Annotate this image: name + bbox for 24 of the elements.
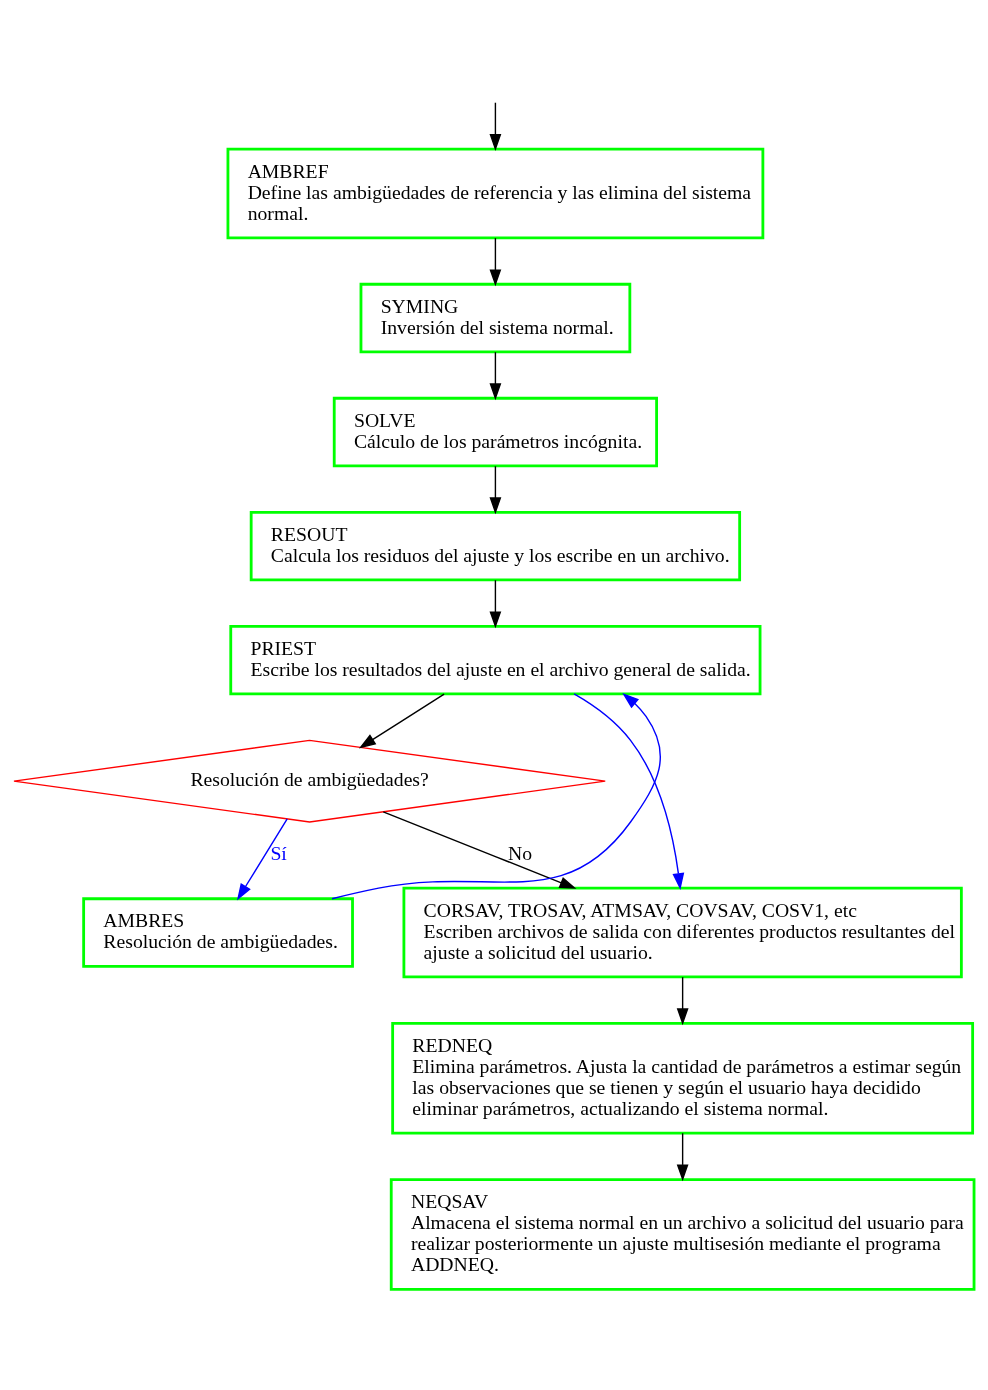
arrow: [573, 692, 685, 890]
node-box: CORSAV, TROSAV, ATMSAV, COVSAV, COSV1, etc Escriben archivos de salida con diferentes productos resultantes del ajuste a solicitud del usuario.: [402, 886, 963, 978]
node-box: AMBREF Define las ambigüedades de referencia y las elimina del sistema normal.: [226, 147, 765, 239]
arrow: [489, 236, 502, 286]
node-diamond: Resolución de ambigüedades?: [13, 739, 606, 823]
arrow: [489, 579, 502, 628]
arrow: [489, 101, 502, 151]
node-box: NEQSAV Almacena el sistema normal en un archivo a solicitud del usuario para realizar posteriormente un ajuste multisesión mediante el programa ADDNEQ.: [389, 1177, 976, 1291]
edge-label: Sí: [270, 841, 287, 864]
edge-label: No: [508, 841, 533, 864]
arrow: [236, 817, 288, 900]
node-box: RESOUT Calcula los residuos del ajuste y los escribe en un archivo.: [249, 510, 742, 581]
arrow: [358, 692, 445, 748]
arrow: [382, 810, 577, 889]
arrow: [489, 465, 502, 514]
node-box: AMBRES Resolución de ambigüedades.: [82, 896, 354, 968]
node-box: PRIEST Escribe los resultados del ajuste en el archivo general de salida.: [229, 624, 762, 695]
arrow: [489, 351, 502, 400]
arrow: [676, 975, 689, 1025]
node-box: SOLVE Cálculo de los parámetros incógnita.: [332, 396, 658, 467]
node-box: REDNEQ Elimina parámetros. Ajusta la cantidad de parámetros a estimar según las observaciones que se tienen y según el usuario haya decidido eliminar parámetros, actualizando el sistema normal.: [391, 1021, 975, 1134]
node-box: SYMING Inversión del sistema normal.: [359, 282, 632, 353]
arrow: [331, 692, 661, 899]
arrow: [676, 1132, 689, 1181]
